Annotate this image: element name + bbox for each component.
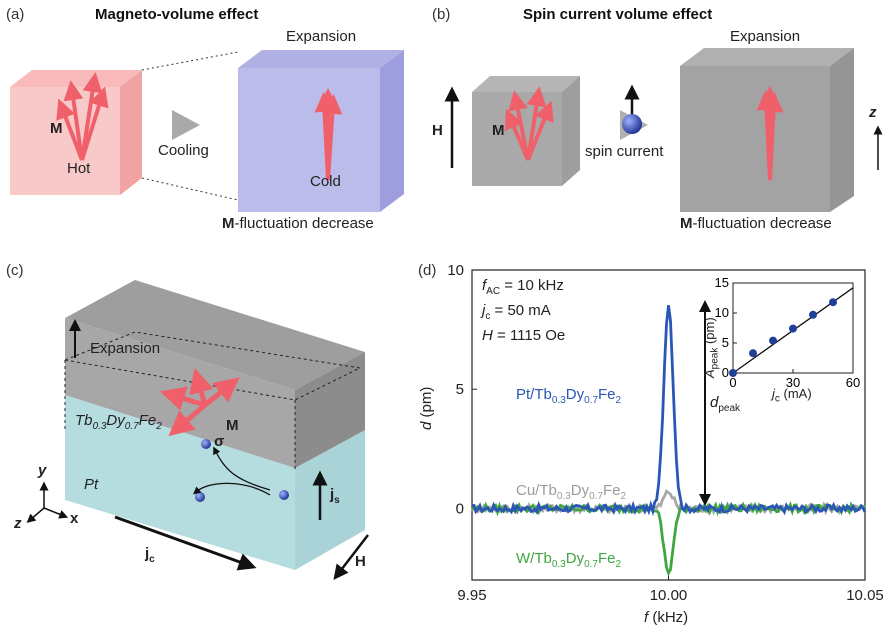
panel-a-fluct-m: M bbox=[222, 215, 235, 232]
panel-b-label: (b) bbox=[432, 6, 451, 23]
tbdyfe-fe: Fe bbox=[138, 412, 157, 429]
panel-d-label: (d) bbox=[418, 262, 437, 279]
tbdyfe-fe-sub: 2 bbox=[156, 421, 162, 432]
series-label-w: W/Tb0.3Dy0.7Fe2 bbox=[516, 550, 622, 570]
inset-x-label: jc (mA) bbox=[772, 386, 812, 405]
js-sub: s bbox=[334, 495, 340, 506]
panel-b-spin-current: spin current bbox=[585, 143, 664, 160]
inset-x-tick-label: 0 bbox=[729, 375, 736, 390]
series-label-cu: Cu/Tb0.3Dy0.7Fe2 bbox=[516, 482, 627, 502]
inset-point bbox=[749, 349, 757, 358]
x-tick-label: 10.05 bbox=[846, 587, 884, 604]
panel-b-h-label: H bbox=[432, 122, 443, 139]
inset-y-label: Apeak (pm) bbox=[702, 317, 721, 378]
spin-electron-1-icon bbox=[201, 439, 211, 449]
spin-ball-icon bbox=[622, 114, 642, 134]
x-tick-label: 9.95 bbox=[457, 587, 486, 604]
panel-c-label: (c) bbox=[6, 262, 24, 279]
panel-b-fluct-rest: -fluctuation decrease bbox=[692, 215, 832, 232]
inset-x-tick-label: 60 bbox=[846, 375, 860, 390]
pt-label: Pt bbox=[84, 476, 99, 493]
panel-a-title: Magneto-volume effect bbox=[95, 6, 259, 23]
panel-a-fluct-rest: -fluctuation decrease bbox=[234, 215, 374, 232]
x-tick-label: 10.00 bbox=[650, 587, 688, 604]
inset-x-tick-label: 30 bbox=[786, 375, 800, 390]
param-jc: jc = 50 mA bbox=[482, 302, 551, 322]
inset-point bbox=[829, 298, 837, 307]
connector-bottom bbox=[141, 177, 239, 201]
tbdyfe-dy: Dy bbox=[106, 412, 125, 429]
panel-a-m-label: M bbox=[50, 120, 63, 137]
dpeak-label: dpeak bbox=[710, 394, 741, 414]
jc-j: j bbox=[145, 545, 150, 562]
panel-a-label: (a) bbox=[6, 6, 25, 23]
panel-b-expansion: Expansion bbox=[730, 28, 801, 45]
cooling-arrow-icon bbox=[172, 110, 200, 140]
panel-c-h-label: H bbox=[355, 553, 366, 570]
spin-electron-3-icon bbox=[279, 490, 289, 500]
param-fac: fAC = 10 kHz bbox=[482, 277, 564, 297]
connector-top bbox=[141, 51, 239, 71]
series-line-0 bbox=[471, 305, 867, 517]
panel-c-moment-arrows bbox=[160, 367, 240, 437]
coordinate-axes bbox=[26, 481, 69, 523]
tbdyfe-dy-sub: 0.7 bbox=[124, 421, 139, 432]
panel-a-fluctuation: M-fluctuation decrease bbox=[222, 215, 374, 232]
cold-cube bbox=[238, 50, 404, 212]
x-axis-label: f (kHz) bbox=[644, 609, 689, 626]
panel-b-title: Spin current volume effect bbox=[523, 6, 713, 23]
jc-arrow bbox=[114, 515, 257, 571]
tbdyfe-tb-sub: 0.3 bbox=[92, 421, 107, 432]
spin-path-upper bbox=[213, 446, 271, 491]
panel-b-moment-arrows bbox=[504, 86, 554, 161]
panel-b-fluct-m: M bbox=[680, 215, 693, 232]
axis-z-label: z bbox=[14, 515, 22, 532]
js-j: j bbox=[330, 486, 335, 503]
y-axis-label: d (pm) bbox=[418, 386, 435, 430]
panel-a-expansion: Expansion bbox=[286, 28, 357, 45]
inset-point bbox=[809, 310, 817, 319]
large-gray-cube bbox=[680, 48, 854, 212]
js-label: js bbox=[330, 486, 340, 506]
panel-a-cold: Cold bbox=[310, 173, 341, 190]
inset-y-tick-label: 15 bbox=[715, 275, 729, 290]
chart-params: fAC = 10 kHz jc = 50 mA H = 1115 Oe bbox=[482, 276, 565, 345]
spin-path-lower bbox=[193, 482, 271, 496]
inset-point bbox=[769, 336, 777, 345]
jc-sub: c bbox=[149, 554, 155, 565]
tbdyfe-label: Tb0.3Dy0.7Fe2 bbox=[75, 412, 162, 432]
panel-b-m-label: M bbox=[492, 122, 505, 139]
axis-x-label: x bbox=[70, 510, 79, 527]
jc-label: jc bbox=[145, 545, 155, 565]
series-label-pt: Pt/Tb0.3Dy0.7Fe2 bbox=[516, 386, 622, 406]
panel-a-cooling: Cooling bbox=[158, 142, 209, 159]
y-tick-label: 0 bbox=[456, 500, 464, 517]
axis-y-label: y bbox=[38, 462, 47, 479]
inset-point bbox=[729, 369, 737, 377]
panel-b-z-label: z bbox=[869, 104, 877, 121]
panel-c-m-label: M bbox=[226, 417, 239, 434]
y-tick-label: 10 bbox=[447, 262, 464, 279]
inset-y-tick-label: 10 bbox=[715, 305, 729, 320]
panel-c-sigma-label: σ bbox=[214, 433, 225, 450]
inset-y-tick-label: 0 bbox=[722, 365, 729, 380]
panel-b-aligned-arrows bbox=[756, 86, 784, 181]
cold-moment-arrows bbox=[314, 88, 343, 181]
inset-y-tick-label: 5 bbox=[722, 335, 729, 350]
panel-a-hot: Hot bbox=[67, 160, 91, 177]
param-h: H = 1115 Oe bbox=[482, 327, 566, 344]
panel-c-h-arrow bbox=[333, 534, 369, 580]
tbdyfe-tb: Tb bbox=[75, 412, 93, 429]
panel-c-expansion: Expansion bbox=[90, 340, 161, 357]
y-tick-label: 5 bbox=[456, 381, 464, 398]
hot-moment-arrows bbox=[56, 72, 109, 161]
panel-b-fluctuation: M-fluctuation decrease bbox=[680, 215, 832, 232]
inset-point bbox=[789, 324, 797, 333]
